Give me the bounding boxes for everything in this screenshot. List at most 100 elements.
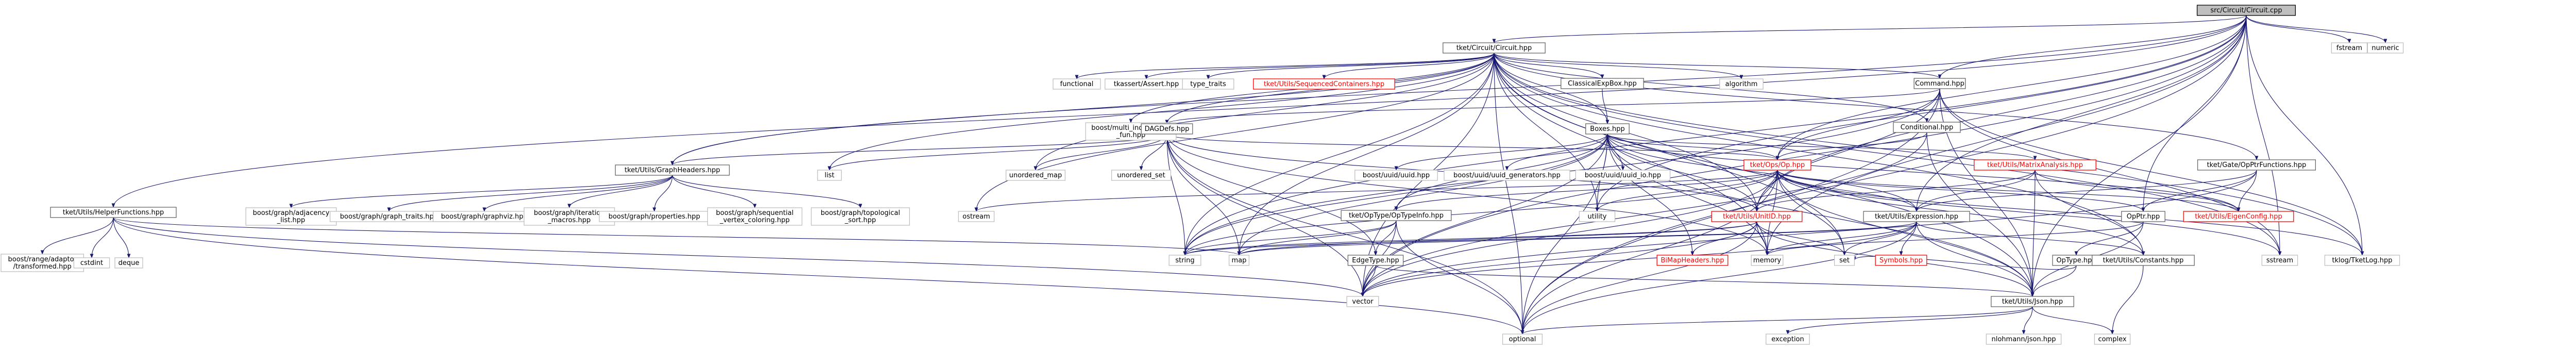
edge-ops_op-to-set [1777, 170, 1844, 255]
edge-matrixanalysis-to-expression [1917, 170, 2036, 212]
edge-circuit_hpp-to-tkassert [1146, 53, 1495, 79]
edge-gatetophfn-to-opptr [2143, 170, 2257, 212]
node-conditional[interactable]: Conditional.hpp [1893, 122, 1961, 133]
node-box-unitid [1711, 211, 1803, 222]
edge-optype-to-set [1854, 256, 2077, 270]
edge-helper-to-cstdint [92, 217, 114, 258]
edge-ops_op-to-json [1777, 170, 2032, 296]
edge-opptr-to-memory [1767, 221, 2144, 256]
edge-boxes-to-map [1239, 134, 1608, 255]
edge-unitid-to-memory [1756, 221, 1767, 255]
node-box-boost_uuid_io [1575, 170, 1671, 181]
node-matrixanalysis[interactable]: tket/Utils/MatrixAnalysis.hpp [1974, 159, 2096, 171]
edge-json-to-complex [2032, 306, 2112, 335]
edge-json-to-optional [1522, 306, 2033, 335]
node-label-expression: tket/Utils/Expression.hpp [1875, 213, 1958, 221]
edge-helper-to-map [113, 217, 1239, 256]
node-bg_graphviz: boost/graph/graphviz.hpp [433, 211, 536, 222]
edge-root-to-circuit_hpp [1494, 15, 2247, 43]
node-deque: deque [114, 257, 143, 269]
edge-classicalexpbox-to-boxes [1602, 88, 1607, 124]
edge-boxes-to-vector [1363, 134, 1608, 296]
node-label-conditional: Conditional.hpp [1901, 124, 1954, 131]
node-ops_op[interactable]: tket/Ops/Op.hpp [1743, 159, 1811, 171]
node-label-vector: vector [1352, 298, 1374, 306]
node-seqcontainers[interactable]: tket/Utils/SequencedContainers.hpp [1253, 78, 1395, 90]
node-type_traits: type_traits [1182, 78, 1234, 90]
node-box-set [1834, 255, 1855, 266]
node-box-exception [1766, 334, 1810, 345]
node-circuit_hpp[interactable]: tket/Circuit/Circuit.hpp [1443, 42, 1546, 54]
node-command[interactable]: Command.hpp [1913, 78, 1966, 89]
edge-root-to-ops_op [1777, 15, 2247, 160]
node-helper[interactable]: tket/Utils/HelperFunctions.hpp [50, 207, 177, 218]
node-dagdefs[interactable]: DAGDefs.hpp [1141, 123, 1193, 135]
node-graphheaders[interactable]: tket/Utils/GraphHeaders.hpp [615, 164, 730, 176]
node-optypeinfo[interactable]: tket/OpType/OpTypeInfo.hpp [1341, 210, 1452, 221]
node-optype[interactable]: OpType.hpp [2052, 255, 2100, 266]
node-label-utility: utility [1588, 213, 1607, 221]
node-label-boxes: Boxes.hpp [1590, 125, 1624, 133]
edge-command-to-unitid [1757, 88, 1940, 211]
edge-expression-to-string [1185, 221, 1917, 256]
edge-root-to-expression [1917, 15, 2247, 211]
node-label-bg_seqcolor: boost/graph/sequential_vertex_coloring.h… [716, 209, 794, 224]
node-classicalexpbox[interactable]: ClassicalExpBox.hpp [1561, 78, 1644, 89]
node-edgetype[interactable]: EdgeType.hpp [1347, 255, 1404, 266]
node-label-optional: optional [1509, 336, 1536, 343]
node-json[interactable]: tket/Utils/Json.hpp [1991, 296, 2074, 307]
node-expression[interactable]: tket/Utils/Expression.hpp [1863, 211, 1970, 222]
edge-graphheaders-to-bg_iteration [569, 175, 673, 208]
node-exception: exception [1766, 334, 1810, 345]
edge-expression-to-map [1239, 221, 1917, 256]
node-root[interactable]: src/Circuit/Circuit.cpp [2196, 5, 2296, 16]
node-algorithm: algorithm [1719, 78, 1764, 90]
edge-ops_op-to-ostream [976, 170, 1778, 212]
edge-helper-to-vector [113, 217, 1363, 296]
node-box-bitmapheaders [1656, 255, 1728, 266]
node-numeric: numeric [2367, 42, 2404, 54]
edge-dagdefs-to-list [829, 134, 1167, 171]
node-box-bg_seqcolor [707, 207, 803, 226]
node-label-constants: tket/Utils/Constants.hpp [2103, 257, 2184, 264]
node-vector: vector [1346, 296, 1379, 307]
node-label-string: string [1175, 257, 1194, 264]
node-gatetophfn[interactable]: tket/Gate/OpPtrFunctions.hpp [2197, 159, 2316, 171]
node-box-gatetophfn [2197, 159, 2316, 171]
node-bg_traits: boost/graph/graph_traits.hpp [329, 211, 449, 222]
edge-graphheaders-to-bg_adjlist [291, 175, 673, 208]
edge-command-to-ops_op [1777, 88, 1940, 160]
node-eigenconfig[interactable]: tket/Utils/EigenConfig.hpp [2183, 211, 2294, 222]
node-constants[interactable]: tket/Utils/Constants.hpp [2092, 255, 2195, 266]
edge-dagdefs-to-optional [1166, 134, 1522, 334]
node-bitmapheaders[interactable]: BiMapHeaders.hpp [1656, 255, 1728, 266]
node-symbols[interactable]: Symbols.hpp [1875, 255, 1927, 266]
node-cstdint: cstdint [73, 257, 110, 269]
node-opptr[interactable]: OpPtr.hpp [2121, 211, 2165, 222]
node-box-conditional [1893, 122, 1961, 133]
node-boostrange: boost/range/adaptor/transformed.hpp [1, 254, 84, 272]
edge-graphheaders-to-bg_properties [654, 175, 673, 211]
node-list: list [817, 170, 842, 181]
node-boxes[interactable]: Boxes.hpp [1585, 123, 1630, 135]
edge-root-to-opptr [2143, 15, 2247, 211]
node-label-bg_topsort: boost/graph/topological_sort.hpp [821, 209, 900, 224]
edge-unitid-to-optional [1522, 221, 1757, 334]
edge-circuit_hpp-to-utility [1494, 53, 1597, 211]
node-tkassert: tkassert/Assert.hpp [1105, 78, 1188, 90]
node-unitid[interactable]: tket/Utils/UnitID.hpp [1711, 211, 1803, 222]
node-label-bg_iteration: boost/graph/iteration_macros.hpp [534, 209, 605, 224]
node-label-ops_op: tket/Ops/Op.hpp [1750, 161, 1805, 169]
node-box-unordered_set [1111, 170, 1172, 181]
edge-ops_op-to-utility [1597, 170, 1778, 212]
node-label-circuit_hpp: tket/Circuit/Circuit.hpp [1456, 44, 1532, 52]
edge-boxes-to-expression [1607, 134, 1917, 211]
node-box-json [1991, 296, 2074, 307]
node-label-json: tket/Utils/Json.hpp [2002, 298, 2063, 306]
edge-conditional-to-json [1926, 132, 2032, 296]
edge-ops_op-to-tklog [1777, 170, 2362, 255]
node-nlohmann: nlohmann/json.hpp [1986, 334, 2062, 345]
node-label-complex: complex [2098, 336, 2126, 343]
edge-matrixanalysis-to-eigenconfig [2035, 170, 2239, 212]
node-box-boost_uuid [1354, 170, 1438, 181]
